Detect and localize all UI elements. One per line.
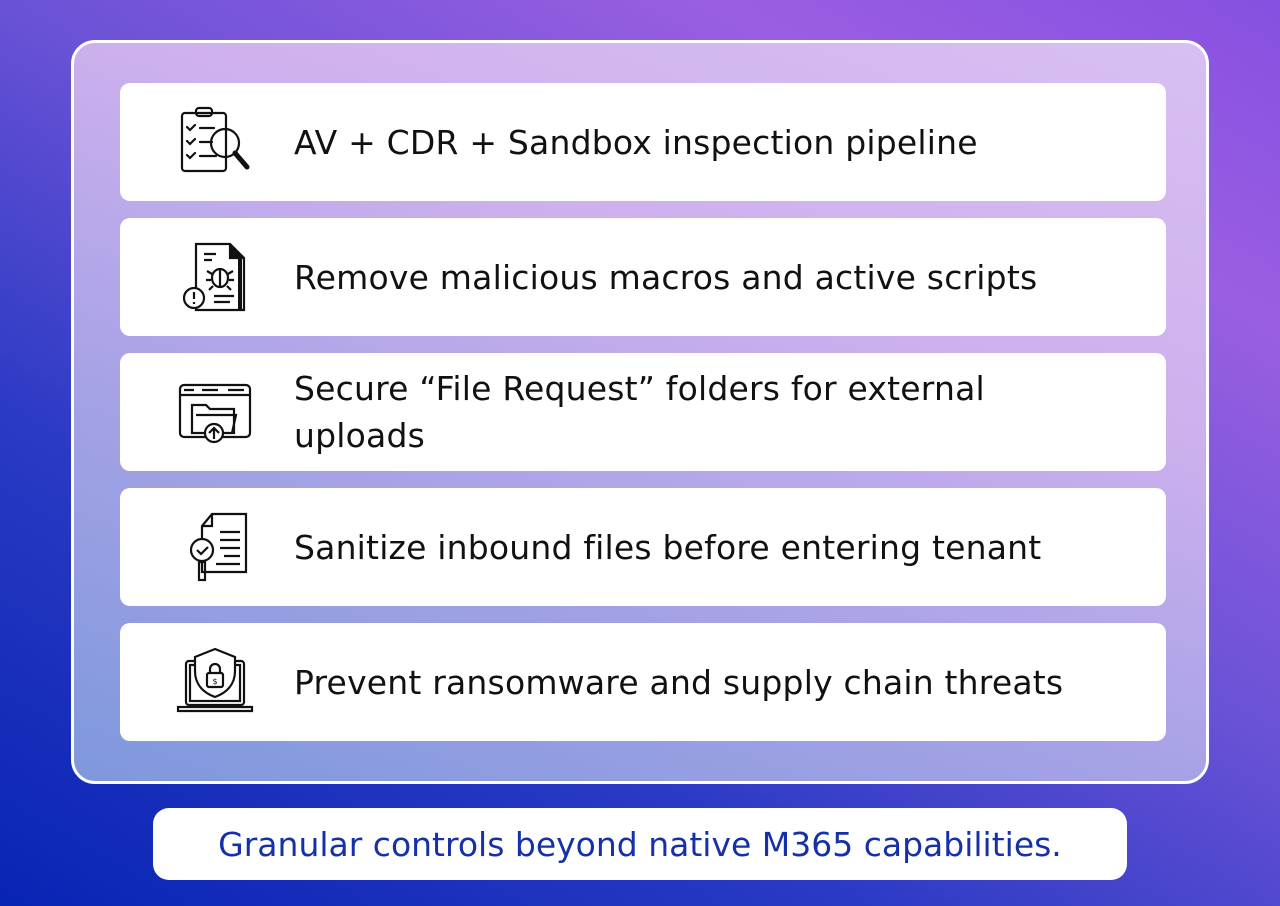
feature-label: Secure “File Request” folders for extern… bbox=[294, 369, 985, 455]
feature-card-sanitize: Sanitize inbound files before entering t… bbox=[120, 488, 1166, 606]
feature-card-file-request: Secure “File Request” folders for extern… bbox=[120, 353, 1166, 471]
feature-label: Sanitize inbound files before entering t… bbox=[294, 527, 1042, 567]
feature-label: Prevent ransomware and supply chain thre… bbox=[294, 662, 1064, 702]
feature-label: AV + CDR + Sandbox inspection pipeline bbox=[294, 122, 978, 162]
footer-text: Granular controls beyond native M365 cap… bbox=[218, 824, 1062, 864]
document-bug-alert-icon bbox=[182, 242, 246, 312]
feature-label: Remove malicious macros and active scrip… bbox=[294, 257, 1038, 297]
browser-folder-upload-icon bbox=[178, 383, 252, 444]
document-check-magnifier-icon bbox=[189, 512, 248, 582]
svg-text:$: $ bbox=[212, 677, 217, 686]
checklist-magnifier-icon bbox=[180, 106, 250, 173]
feature-card-macros: Remove malicious macros and active scrip… bbox=[120, 218, 1166, 336]
footer-banner: Granular controls beyond native M365 cap… bbox=[153, 808, 1127, 880]
laptop-shield-lock-icon: $ bbox=[176, 647, 254, 713]
features-panel: AV + CDR + Sandbox inspection pipeline R… bbox=[71, 40, 1209, 784]
feature-card-inspection: AV + CDR + Sandbox inspection pipeline bbox=[120, 83, 1166, 201]
feature-card-ransomware: $ Prevent ransomware and supply chain th… bbox=[120, 623, 1166, 741]
